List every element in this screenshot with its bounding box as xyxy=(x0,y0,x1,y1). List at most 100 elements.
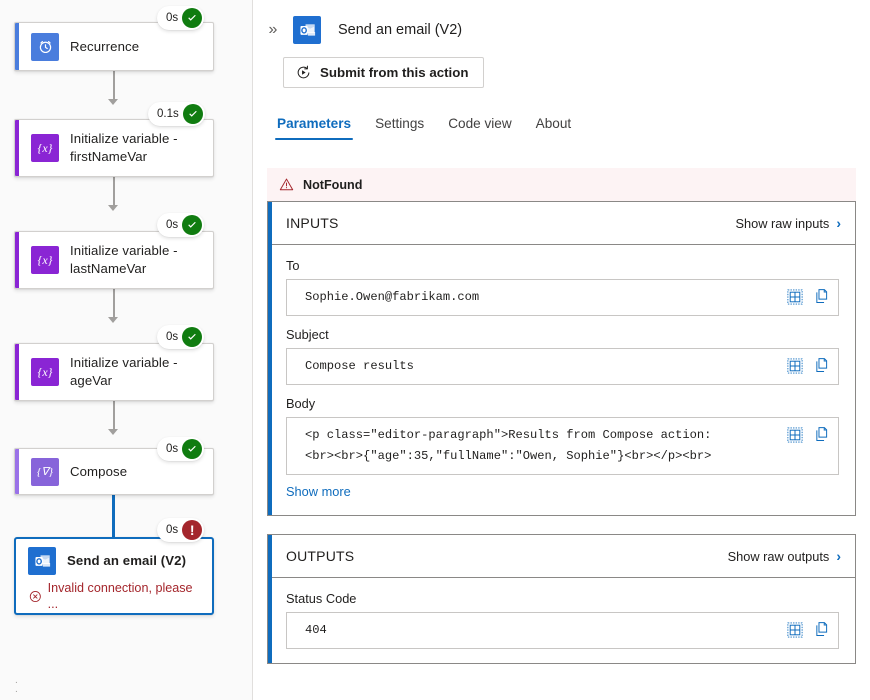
status-duration: 0s xyxy=(166,443,179,455)
compose-icon: {∇} xyxy=(31,457,59,486)
copy-icon[interactable] xyxy=(814,357,830,374)
submit-button-label: Submit from this action xyxy=(320,65,469,80)
edge-arrow-4 xyxy=(108,429,118,435)
field-label: Status Code xyxy=(286,591,357,606)
clock-icon xyxy=(31,32,59,61)
show-more-link[interactable]: Show more xyxy=(286,484,351,499)
variable-icon: {x} xyxy=(31,358,59,386)
edge-3 xyxy=(113,289,115,319)
node-title: Initialize variable - lastNameVar xyxy=(70,243,178,276)
field-status-code: Status Code 404 xyxy=(286,591,839,649)
tab-settings[interactable]: Settings xyxy=(375,116,425,131)
success-check-icon xyxy=(182,439,203,459)
error-banner-text: NotFound xyxy=(303,177,363,192)
field-value: 404 xyxy=(305,623,327,637)
node-compose[interactable]: {∇} Compose xyxy=(14,448,214,495)
chevron-right-icon: › xyxy=(836,548,841,564)
resubmit-icon xyxy=(295,64,312,81)
node-accent-bar xyxy=(15,449,19,494)
panel-tabs: Parameters Settings Code view About xyxy=(265,110,870,140)
field-value-box[interactable]: 404 xyxy=(286,612,839,649)
field-label: Subject xyxy=(286,327,329,342)
chevron-right-icon: › xyxy=(836,215,841,231)
expand-table-icon[interactable] xyxy=(787,288,803,305)
edge-5 xyxy=(112,495,115,537)
copy-icon[interactable] xyxy=(814,621,830,638)
edge-1 xyxy=(113,71,115,101)
panel-content-scroll[interactable]: NotFound INPUTS Show raw inputs › To xyxy=(253,168,870,700)
field-subject: Subject Compose results xyxy=(286,327,839,385)
success-check-icon xyxy=(182,104,203,124)
field-label: Body xyxy=(286,396,316,411)
panel-header: » Send an email (V2) xyxy=(253,0,870,44)
variable-icon: {x} xyxy=(31,134,59,162)
inputs-title: INPUTS xyxy=(286,215,339,231)
show-raw-inputs-button[interactable]: Show raw inputs › xyxy=(735,216,841,231)
node-send-an-email[interactable]: Send an email (V2) Invalid connection, p… xyxy=(14,537,214,615)
action-details-panel: » Send an email (V2) Subm xyxy=(253,0,870,700)
field-value-box[interactable]: Sophie.Owen@fabrikam.com xyxy=(286,279,839,316)
field-value-box[interactable]: <p class="editor-paragraph">Results from… xyxy=(286,417,839,475)
node-title: Compose xyxy=(70,463,128,479)
node-accent-bar xyxy=(15,232,19,288)
warning-icon xyxy=(279,178,294,191)
status-pill-recurrence: 0s xyxy=(157,6,205,30)
field-value: Sophie.Owen@fabrikam.com xyxy=(305,290,480,304)
outputs-section-body: Status Code 404 xyxy=(268,578,855,663)
tab-code-view[interactable]: Code view xyxy=(448,116,512,131)
node-error-text: Invalid connection, please ... xyxy=(47,581,193,611)
edge-arrow-2 xyxy=(108,205,118,211)
success-check-icon xyxy=(182,8,203,28)
show-raw-inputs-label: Show raw inputs xyxy=(735,215,830,231)
edge-4 xyxy=(113,401,115,431)
tab-about[interactable]: About xyxy=(535,116,572,131)
node-title: Initialize variable - ageVar xyxy=(70,355,178,388)
node-recurrence[interactable]: Recurrence xyxy=(14,22,214,71)
collapse-panel-icon[interactable]: » xyxy=(268,21,278,38)
node-title: Send an email (V2) xyxy=(67,553,187,568)
show-raw-outputs-label: Show raw outputs xyxy=(727,548,830,564)
field-body: Body <p class="editor-paragraph">Results… xyxy=(286,396,839,501)
node-accent-bar xyxy=(15,120,19,176)
expand-table-icon[interactable] xyxy=(787,357,803,374)
status-duration: 0s xyxy=(166,12,179,24)
node-initialize-agevar[interactable]: {x} Initialize variable - ageVar xyxy=(14,343,214,401)
node-accent-bar xyxy=(15,344,19,400)
node-title: Recurrence xyxy=(70,38,140,54)
copy-icon[interactable] xyxy=(814,288,830,305)
status-pill-compose: 0s xyxy=(157,437,205,461)
node-accent-bar xyxy=(15,23,19,70)
inputs-section-header: INPUTS Show raw inputs › xyxy=(268,202,855,245)
success-check-icon xyxy=(182,327,203,347)
show-raw-outputs-button[interactable]: Show raw outputs › xyxy=(728,549,841,564)
field-value-box[interactable]: Compose results xyxy=(286,348,839,385)
canvas-dots: .. xyxy=(15,675,18,695)
outputs-title: OUTPUTS xyxy=(286,548,355,564)
outputs-section: OUTPUTS Show raw outputs › Status Code 4… xyxy=(267,534,856,664)
panel-title: Send an email (V2) xyxy=(338,22,463,38)
edge-arrow-1 xyxy=(108,99,118,105)
copy-icon[interactable] xyxy=(814,426,830,443)
success-check-icon xyxy=(182,215,203,235)
outlook-icon xyxy=(293,16,321,44)
status-duration: 0s xyxy=(166,524,179,536)
expand-table-icon[interactable] xyxy=(787,426,803,443)
node-initialize-lastnamevar[interactable]: {x} Initialize variable - lastNameVar xyxy=(14,231,214,289)
inputs-section: INPUTS Show raw inputs › To Sophie.Owen@… xyxy=(267,201,856,516)
expand-table-icon[interactable] xyxy=(787,621,803,638)
tab-parameters[interactable]: Parameters xyxy=(265,110,363,140)
workflow-designer-canvas[interactable]: 0s Recurrence 0.1s xyxy=(0,0,253,700)
edge-2 xyxy=(113,177,115,207)
status-pill-init-firstname: 0.1s xyxy=(148,102,205,126)
status-duration: 0s xyxy=(166,331,179,343)
status-duration: 0.1s xyxy=(157,108,179,120)
status-pill-init-age: 0s xyxy=(157,325,205,349)
node-error-message: Invalid connection, please ... xyxy=(28,580,202,612)
outlook-icon xyxy=(28,547,56,575)
submit-from-this-action-button[interactable]: Submit from this action xyxy=(283,57,484,88)
section-accent-bar xyxy=(268,202,272,515)
node-title: Initialize variable - firstNameVar xyxy=(70,131,178,164)
status-duration: 0s xyxy=(166,219,179,231)
node-initialize-firstnamevar[interactable]: {x} Initialize variable - firstNameVar xyxy=(14,119,214,177)
